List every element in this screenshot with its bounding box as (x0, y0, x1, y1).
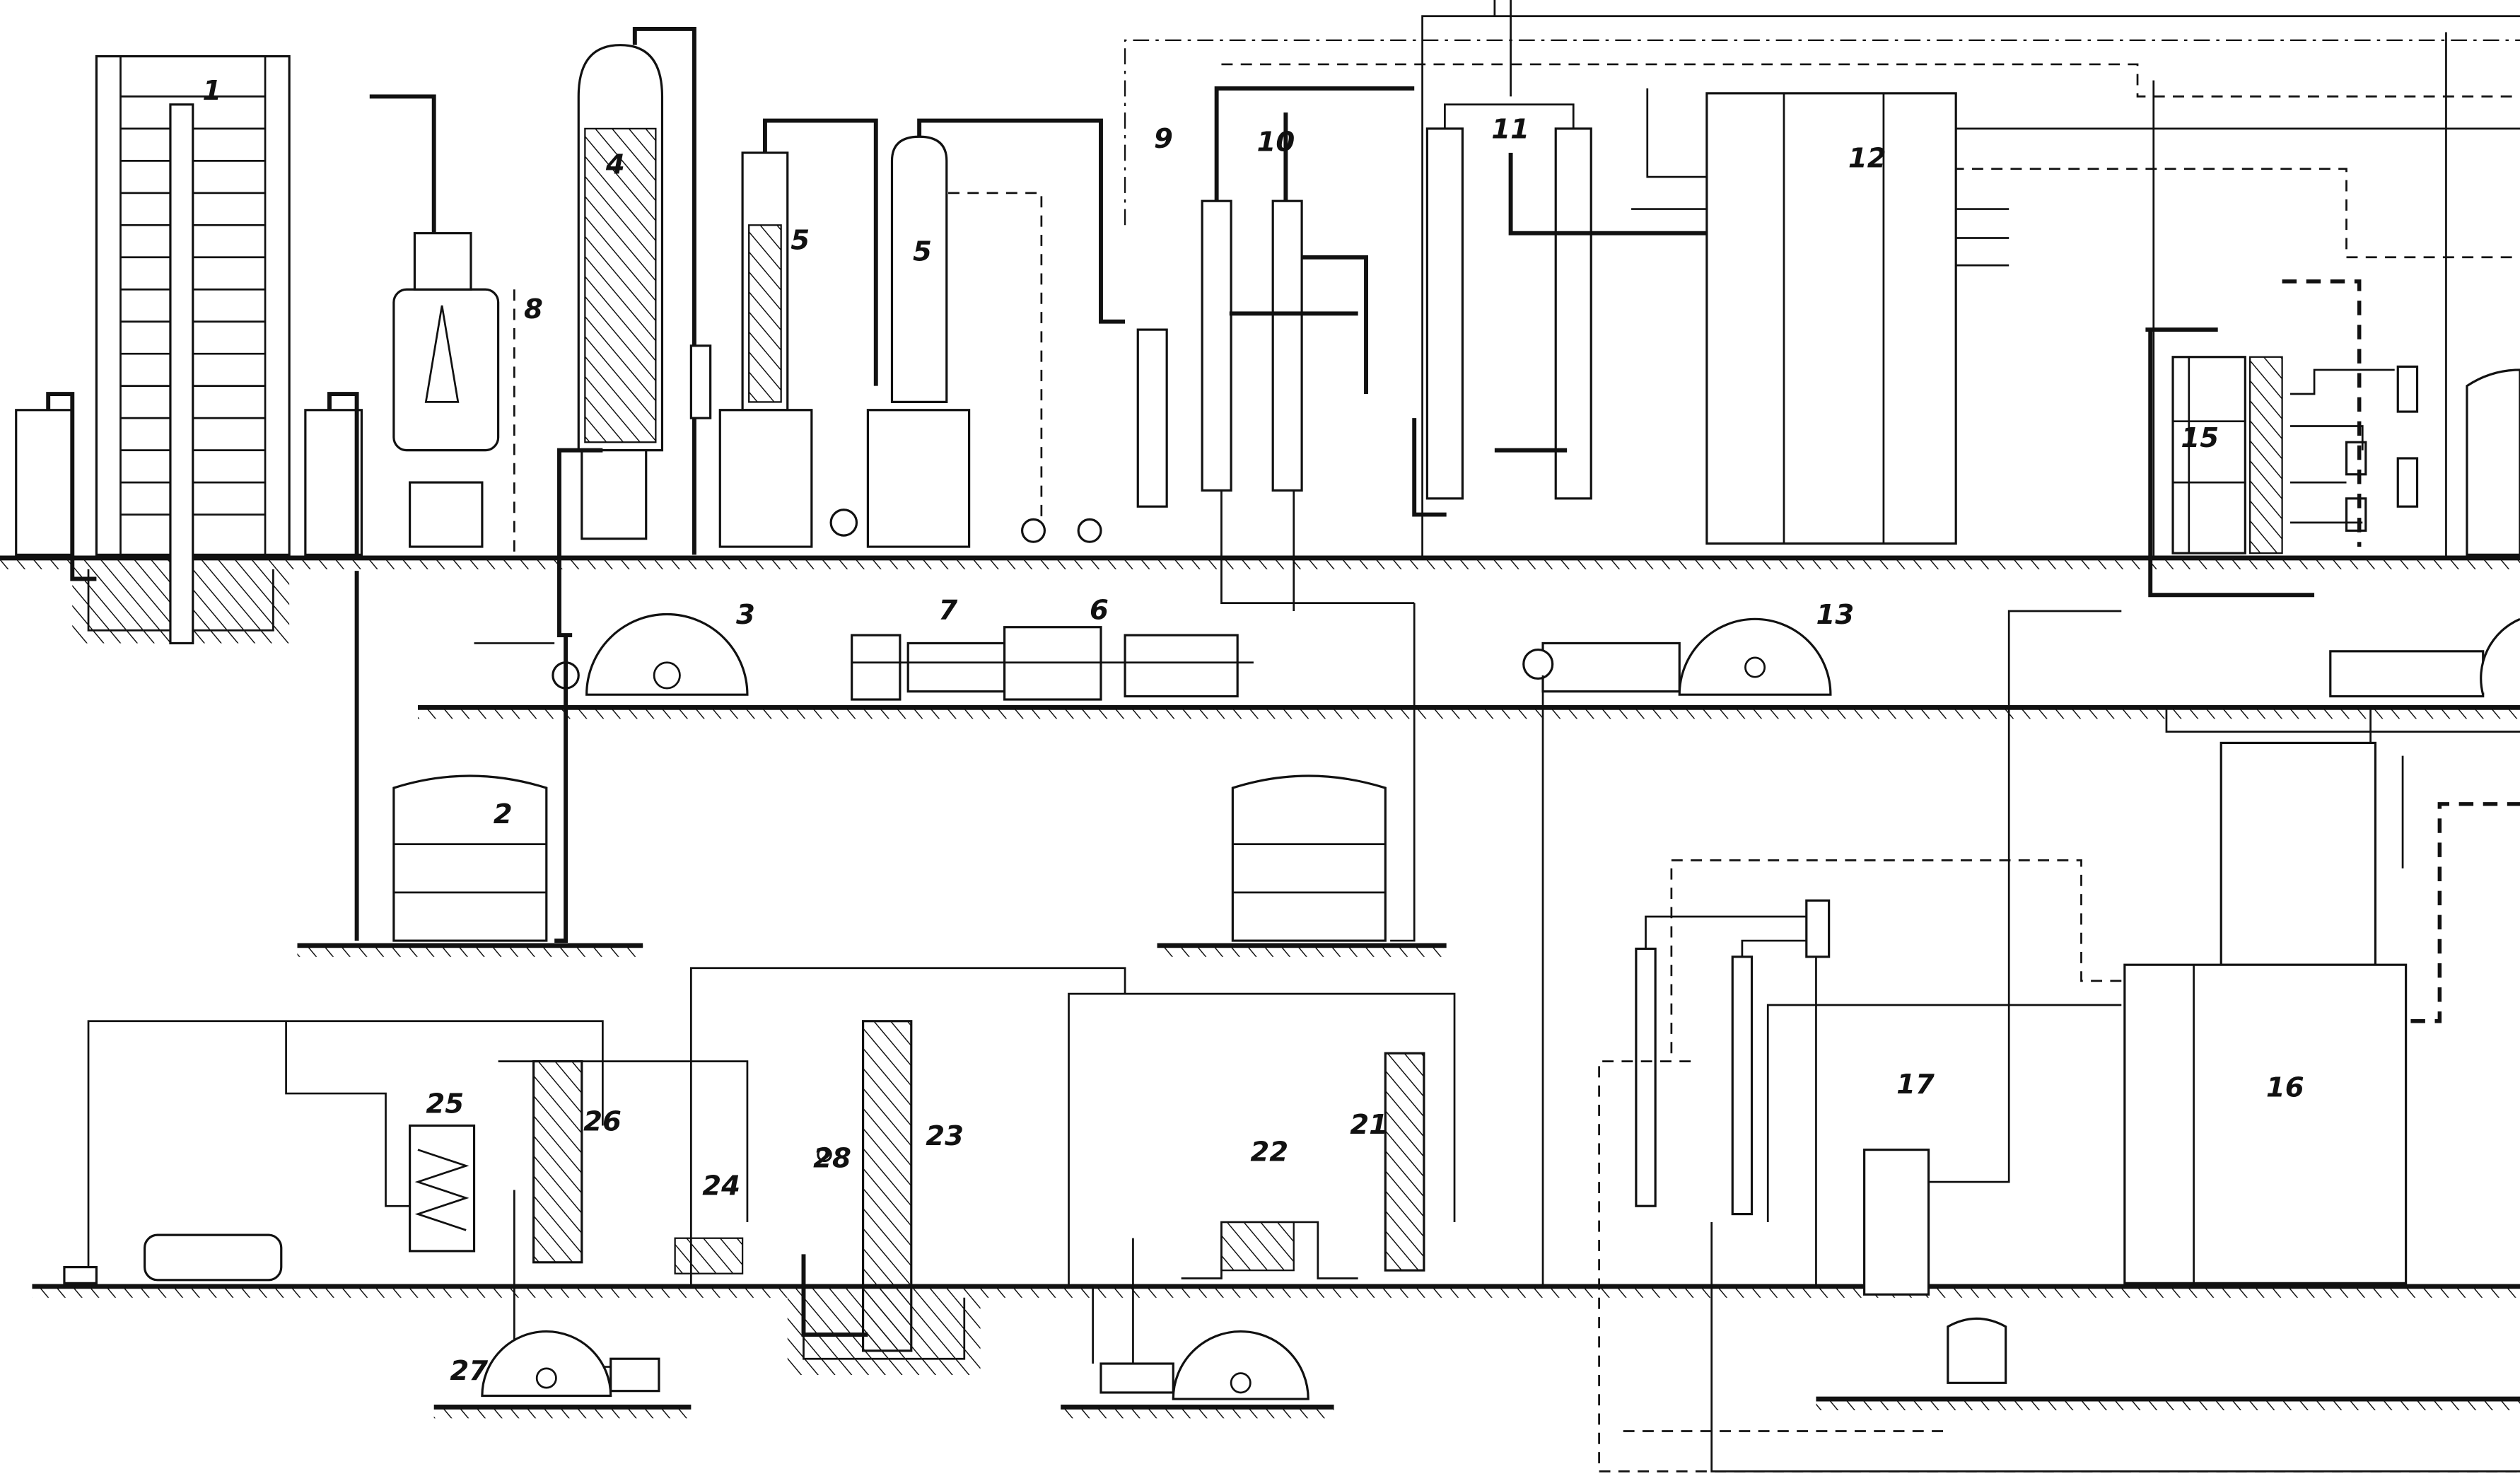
equipment-28-valve: 28 (801, 1143, 868, 1337)
label-28: 28 (813, 1143, 851, 1175)
equipment-1-tray-column: 1 (15, 54, 363, 645)
top-pipe-network (1124, 0, 2520, 558)
label-1: 1 (202, 75, 221, 107)
label-22: 22 (1250, 1137, 1288, 1168)
equipment-21-column: 21 (1350, 1052, 1425, 1272)
equipment-9-10-exchangers: 9 10 (1136, 86, 1415, 611)
equipment-16-tank: 16 (2123, 707, 2520, 1284)
label-16: 16 (2266, 1072, 2304, 1104)
equipment-15-filter-press: 15 (2145, 279, 2520, 598)
equipment-24-exchanger: 24 (674, 1170, 744, 1274)
label-24: 24 (702, 1170, 740, 1202)
equipment-13-pump: 13 (1390, 599, 2520, 1288)
equipment-pump-motor-left (63, 1233, 283, 1284)
equipment-2-tanks: 2 (392, 774, 1387, 942)
floor-levels (0, 555, 2520, 1419)
equipment-7-6-compressor-motor: 7 6 (851, 594, 1254, 701)
label-5b: 5 (913, 236, 932, 267)
equipment-23-column: 23 (861, 1020, 964, 1352)
label-11: 11 (1491, 114, 1529, 146)
label-12: 12 (1848, 142, 1886, 174)
label-7: 7 (938, 594, 957, 626)
equipment-8-reactor: 8 (327, 94, 543, 941)
equipment-4-packed-tower: 4 (557, 26, 712, 638)
equipment-3-pump: 3 (474, 599, 755, 943)
label-21: 21 (1350, 1109, 1388, 1141)
equipment-26-column: 26 (532, 1059, 622, 1264)
label-9: 9 (1154, 123, 1173, 155)
label-13: 13 (1816, 599, 1854, 631)
label-4: 4 (605, 149, 625, 181)
equipment-bottom-pump-center (1092, 1238, 1309, 1400)
label-25: 25 (426, 1088, 464, 1120)
equipment-17-unit: 17 (1598, 610, 2520, 1473)
bottom-loop-piping (87, 967, 1456, 1368)
label-17: 17 (1896, 1069, 1935, 1100)
label-15: 15 (2181, 422, 2219, 454)
label-27: 27 (450, 1355, 488, 1387)
equipment-22-exchanger: 22 (1181, 1137, 1358, 1279)
label-8: 8 (524, 294, 543, 325)
equipment-27-pump: 27 (450, 1330, 660, 1398)
label-26: 26 (583, 1105, 622, 1137)
label-10: 10 (1256, 127, 1295, 158)
label-6: 6 (1090, 594, 1109, 626)
label-23: 23 (926, 1120, 964, 1152)
label-3: 3 (736, 599, 755, 631)
equipment-11-twin-columns: 11 (1412, 103, 1712, 517)
equipment-5-columns: 5 5 (718, 118, 1126, 548)
label-5a: 5 (791, 224, 810, 256)
label-2: 2 (494, 798, 513, 830)
equipment-12-storage-tank: 12 (1631, 88, 1957, 545)
equipment-25-coil-exchanger: 25 (409, 1088, 476, 1253)
